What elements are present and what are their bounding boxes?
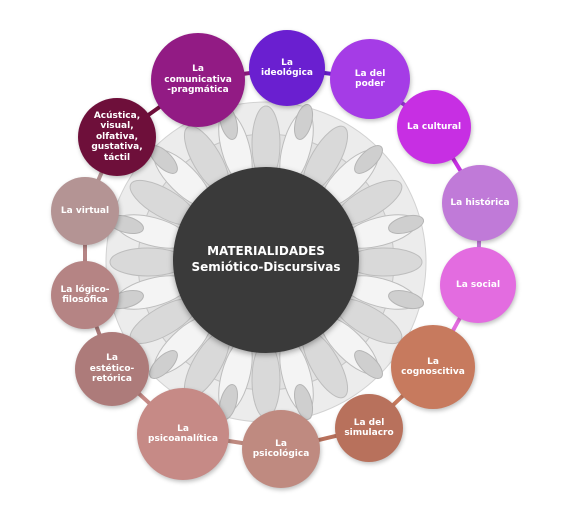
center-subtitle: Semiótico-Discursivas	[191, 260, 341, 274]
node-label: Acústica, visual, olfativa, gustativa, t…	[91, 111, 143, 163]
connector-acustica	[145, 103, 164, 118]
node-label: La estético- retórica	[89, 353, 135, 385]
node-psicologica: La psicológica	[242, 410, 320, 488]
node-acustica: Acústica, visual, olfativa, gustativa, t…	[78, 98, 156, 176]
mandala-outer-petal	[354, 145, 383, 174]
mandala-outer-petal	[354, 350, 383, 379]
center-title: MATERIALIDADES	[207, 244, 325, 259]
node-logico: La lógico- filosófica	[51, 261, 119, 329]
connector-social	[450, 314, 463, 334]
node-historica: La histórica	[442, 165, 518, 241]
node-comunicativa: La comunicativa -pragmática	[151, 33, 245, 127]
node-social: La social	[440, 247, 516, 323]
center-circle: MATERIALIDADES Semiótico-Discursivas	[173, 167, 359, 353]
connector-cognoscitiva	[390, 392, 407, 408]
node-ideologica: La ideológica	[249, 30, 325, 106]
connector-simulacro	[314, 433, 340, 443]
node-cognoscitiva: La cognoscitiva	[391, 325, 475, 409]
node-estetico: La estético- retórica	[75, 332, 149, 406]
node-label: La social	[455, 279, 501, 290]
mandala-outer-petal	[294, 103, 314, 140]
node-label: La cultural	[406, 121, 462, 132]
node-psicoanalitica: La psicoanalítica	[137, 388, 229, 480]
node-simulacro: La del simulacro	[335, 394, 403, 462]
node-poder: La del poder	[330, 39, 410, 119]
node-label: La virtual	[60, 205, 110, 216]
mandala-outer-petal	[388, 214, 425, 234]
connector-psicologica	[224, 438, 247, 446]
node-label: La comunicativa -pragmática	[164, 64, 232, 96]
mandala-outer-petal	[388, 290, 425, 310]
node-virtual: La virtual	[51, 177, 119, 245]
node-label: La lógico- filosófica	[60, 284, 110, 305]
node-label: La ideológica	[260, 57, 314, 78]
node-label: La del poder	[354, 68, 386, 89]
node-cultural: La cultural	[397, 90, 471, 164]
node-label: La psicoanalítica	[148, 423, 218, 444]
node-label: La psicológica	[252, 438, 310, 459]
node-label: La del simulacro	[344, 417, 394, 438]
node-label: La histórica	[450, 197, 510, 208]
mandala-outer-petal	[149, 350, 178, 379]
node-label: La cognoscitiva	[401, 356, 465, 377]
mandala-outer-petal	[294, 384, 314, 421]
